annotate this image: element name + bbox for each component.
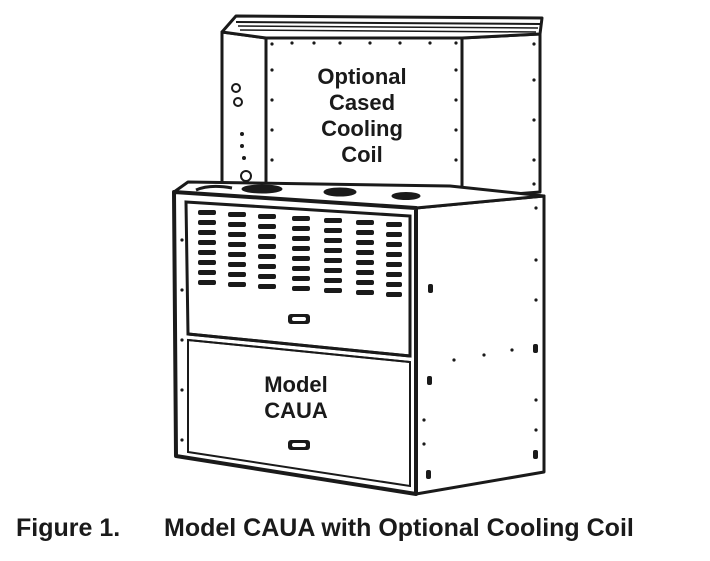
louvre-column [292, 216, 310, 291]
cooling-coil-cabinet [220, 14, 544, 200]
knockout-icon [231, 83, 241, 93]
louvre-column [386, 222, 402, 297]
figure-title: Model CAUA with Optional Cooling Coil [164, 514, 634, 542]
lower-front-panel [187, 338, 411, 488]
unit-front [172, 190, 418, 496]
drain-port-icon [240, 170, 252, 182]
unit-front-screws [180, 238, 184, 442]
coil-label-line-1: Optional [317, 64, 406, 89]
figure-caption: Figure 1. Model CAUA with Optional Cooli… [0, 514, 710, 550]
coil-label-line-4: Coil [341, 142, 383, 167]
unit-side-fasteners [422, 206, 538, 479]
upper-door-handle-icon [288, 314, 310, 324]
louvre-column [228, 212, 246, 287]
lower-door-handle-icon [288, 440, 310, 450]
louvre-column [258, 214, 276, 289]
coil-label-line-2: Cased [329, 90, 395, 115]
coil-side-dots [240, 132, 246, 160]
coil-label: Optional Cased Cooling Coil [317, 64, 406, 167]
unit-top-collar [195, 184, 421, 200]
unit-label-line-2: CAUA [264, 398, 328, 423]
coil-label-line-3: Cooling [321, 116, 403, 141]
unit-label: Model CAUA [264, 372, 328, 423]
unit-right-side [414, 194, 546, 496]
unit-illustration: Optional Cased Cooling Coil Model CAUA [172, 14, 546, 496]
louvre-grille [198, 210, 402, 297]
louvre-column [324, 218, 342, 293]
figure-number: Figure 1. [16, 514, 121, 542]
coil-side-knockouts [231, 83, 252, 182]
coil-right-side [460, 32, 542, 200]
main-unit-cabinet [172, 180, 546, 496]
louvre-column [198, 210, 216, 285]
knockout-icon [233, 97, 243, 107]
louvre-column [356, 220, 374, 295]
unit-label-line-1: Model [264, 372, 328, 397]
